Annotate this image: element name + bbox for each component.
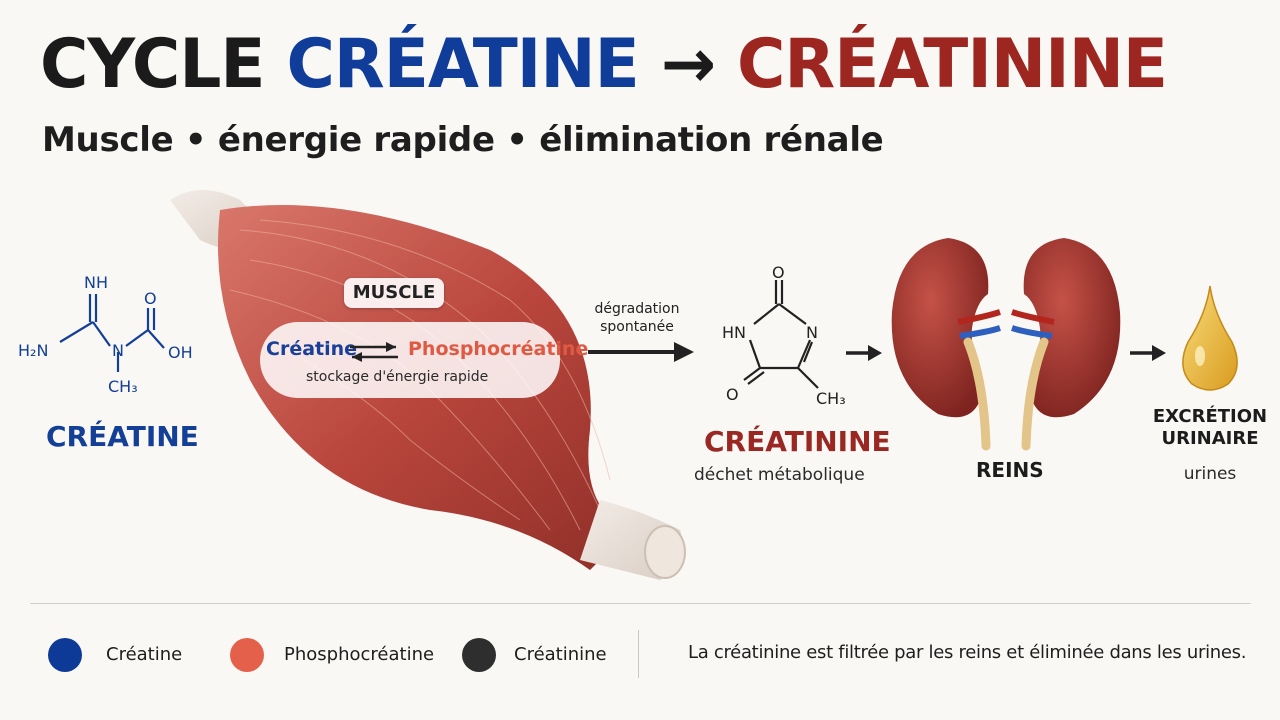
creatine-atom-nh: NH: [84, 273, 108, 292]
muscle-phosphocreatine-label: Phosphocréatine: [408, 338, 589, 360]
degradation-line2: spontanée: [600, 319, 674, 335]
creatinine-atom-o-top: O: [772, 263, 785, 282]
title-part-cycle: CYCLE: [40, 25, 287, 104]
creatine-atom-o: O: [144, 289, 157, 308]
excretion-line2: URINAIRE: [1161, 428, 1259, 449]
title-arrow: →: [638, 25, 737, 104]
legend-dot-phosphocreatine: [230, 638, 264, 672]
creatinine-caption: CRÉATININE: [704, 425, 891, 458]
creatine-atom-ch3: CH₃: [108, 377, 138, 396]
equilibrium-arrows-icon: [350, 342, 398, 362]
arrow-to-kidneys-icon: [846, 345, 882, 361]
creatinine-atom-hn: HN: [722, 323, 746, 342]
excretion-subcaption: urines: [1183, 464, 1237, 484]
title-part-creatine: CRÉATINE: [286, 25, 639, 104]
muscle-creatine-label: Créatine: [266, 338, 358, 360]
muscle-reaction-panel: [260, 322, 560, 398]
title-part-creatinine: CRÉATININE: [736, 25, 1168, 104]
creatinine-atom-ch3: CH₃: [816, 389, 846, 408]
excretion-caption: EXCRÉTION URINAIRE: [1150, 406, 1270, 450]
page-subtitle: Muscle • énergie rapide • élimination ré…: [42, 120, 884, 160]
legend-dot-creatine: [48, 638, 82, 672]
excretion-line1: EXCRÉTION: [1152, 406, 1268, 427]
degradation-line1: dégradation: [594, 301, 680, 317]
creatinine-atom-o-bottom: O: [726, 385, 739, 404]
arrow-to-urine-icon: [1130, 345, 1166, 361]
creatine-caption: CRÉATINE: [46, 420, 199, 453]
legend-note: La créatinine est filtrée par les reins …: [688, 642, 1247, 663]
creatine-structure: NH H₂N N O OH CH₃: [18, 273, 193, 396]
creatine-atom-oh: OH: [168, 343, 193, 362]
legend-label-phosphocreatine: Phosphocréatine: [284, 644, 435, 665]
creatinine-structure: O HN N O CH₃: [722, 263, 846, 408]
legend-label-creatine: Créatine: [106, 644, 183, 665]
legend-dot-creatinine: [462, 638, 496, 672]
creatinine-subcaption: déchet métabolique: [694, 465, 865, 485]
muscle-storage-text: stockage d'énergie rapide: [306, 369, 489, 385]
kidneys-illustration: [891, 238, 1121, 451]
muscle-label: MUSCLE: [344, 278, 444, 308]
legend-divider: [30, 603, 1251, 604]
creatine-atom-n: N: [112, 341, 124, 360]
page-title: CYCLE CRÉATINE → CRÉATININE: [40, 22, 1168, 108]
kidneys-caption: REINS: [976, 458, 1044, 482]
creatine-atom-h2n: H₂N: [18, 341, 48, 360]
creatinine-atom-n: N: [806, 323, 818, 342]
degradation-label: dégradation spontanée: [592, 300, 682, 336]
urine-drop-icon: [1182, 285, 1238, 391]
legend-label-creatinine: Créatinine: [514, 644, 607, 665]
legend-separator: [638, 630, 639, 678]
degradation-arrow-icon: [588, 342, 694, 362]
